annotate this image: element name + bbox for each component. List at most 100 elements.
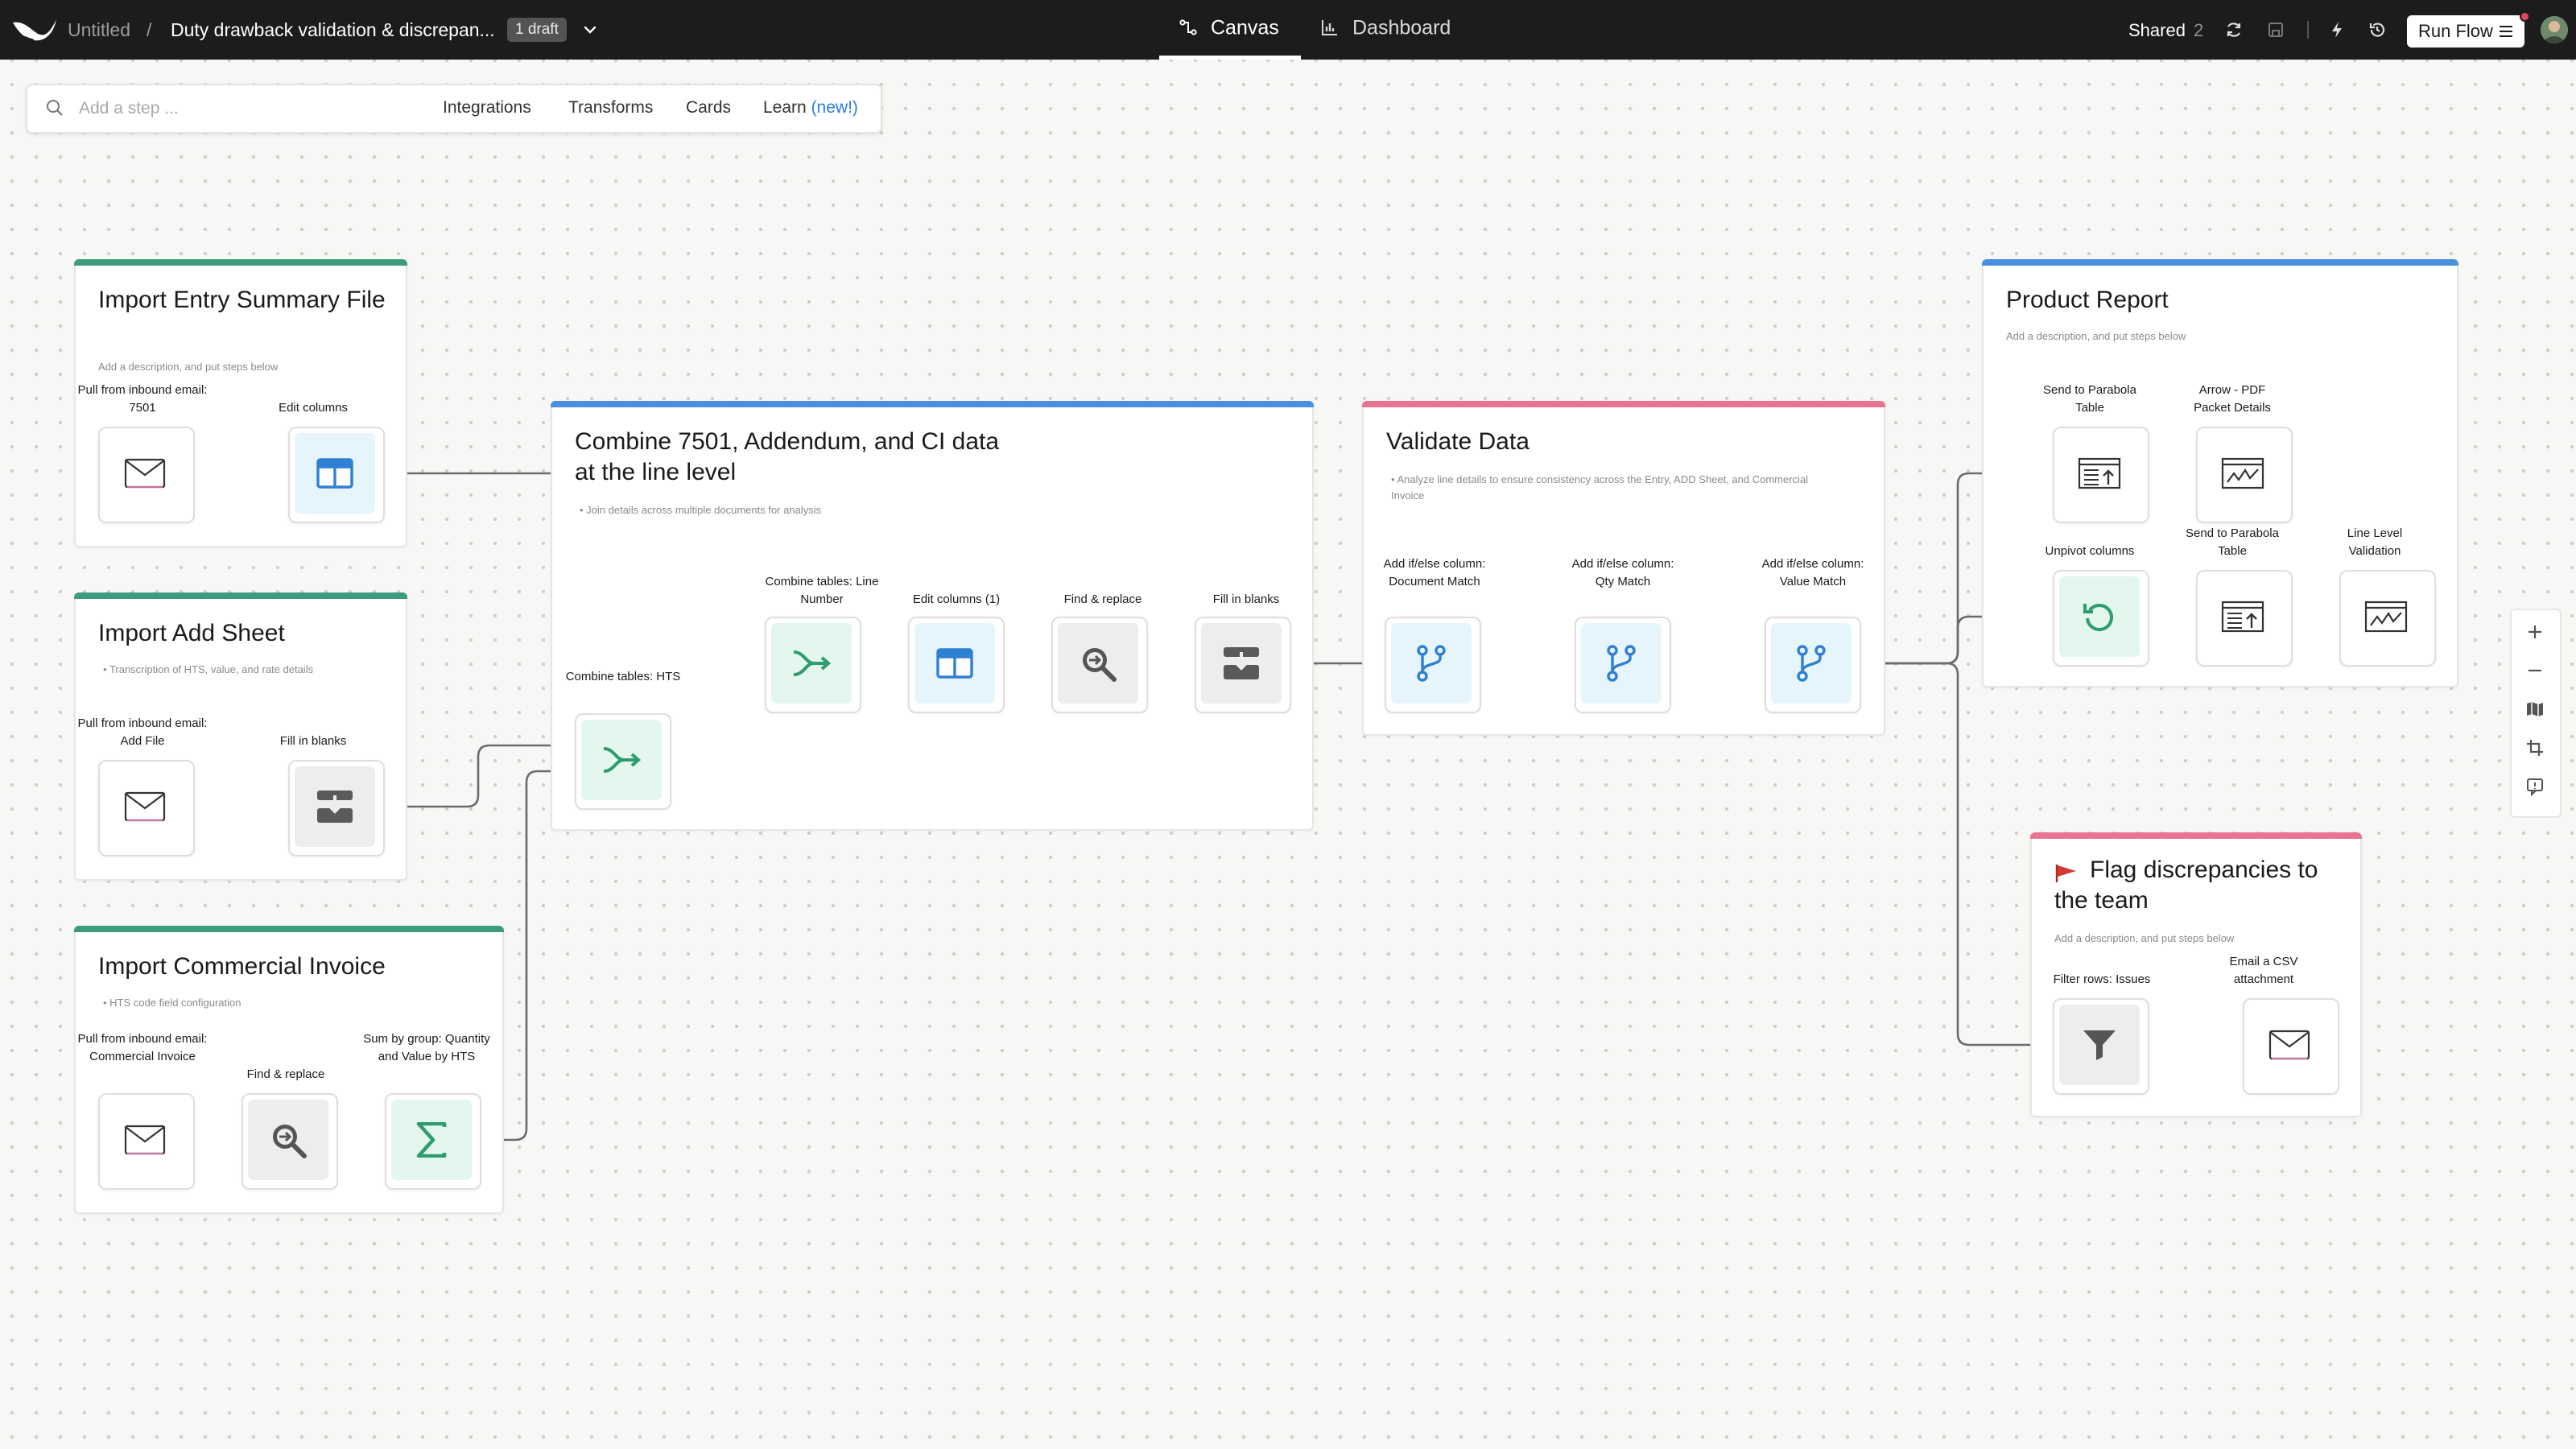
group-color-bar: [74, 926, 504, 932]
step-edit-columns[interactable]: [288, 427, 385, 523]
step-unpivot-columns[interactable]: [2053, 570, 2149, 667]
combine-icon: [793, 650, 832, 676]
shared-label: Shared: [2128, 20, 2186, 40]
group-description[interactable]: Add a description, and put steps below: [2054, 932, 2235, 944]
columns-icon: [316, 458, 353, 489]
add-step-input[interactable]: [77, 93, 402, 124]
step-email-csv-attachment[interactable]: [2243, 998, 2339, 1095]
avatar[interactable]: [2541, 16, 2568, 43]
top-bar: Untitled / Duty drawback validation & di…: [0, 0, 2576, 60]
node-label: Email a CSV attachment: [2229, 955, 2298, 986]
branch-icon: [1607, 645, 1636, 682]
node-label: Combine tables: Line Number: [765, 575, 879, 606]
group-title[interactable]: Product Report: [2006, 287, 2169, 313]
step-filter-rows-issues[interactable]: [2053, 998, 2149, 1095]
group-description[interactable]: • HTS code field configuration: [103, 997, 242, 1009]
edge: [1860, 662, 2053, 1051]
zoom-in-icon[interactable]: [2524, 621, 2545, 642]
edge: [382, 739, 575, 808]
breadcrumb-separator: /: [147, 19, 152, 40]
tab-dashboard[interactable]: Dashboard: [1320, 0, 1481, 60]
integrations-link[interactable]: Integrations: [443, 98, 531, 117]
step-combine-tables-hts[interactable]: [575, 713, 671, 810]
table-export-icon: [2078, 457, 2121, 489]
step-find-replace[interactable]: [242, 1093, 338, 1190]
history-icon[interactable]: [2367, 19, 2388, 40]
node-label: Send to Parabola Table: [2043, 383, 2136, 415]
save-icon[interactable]: [2265, 19, 2286, 40]
step-edit-columns-1[interactable]: [908, 617, 1005, 713]
tab-canvas[interactable]: Canvas: [1159, 0, 1301, 60]
group-title[interactable]: Import Commercial Invoice: [98, 953, 386, 980]
map-icon[interactable]: [2524, 699, 2545, 720]
group-title[interactable]: Validate Data: [1386, 428, 1530, 455]
parabola-logo-icon[interactable]: [11, 16, 58, 43]
step-if-else-document-match[interactable]: [1385, 617, 1481, 713]
notification-dot: [2520, 11, 2530, 22]
step-fill-in-blanks-2[interactable]: [1195, 617, 1291, 713]
step-pull-email-7501[interactable]: [98, 427, 195, 523]
node-label: Pull from inbound email: Commercial Invo…: [77, 1032, 208, 1063]
branch-icon: [1417, 645, 1446, 682]
node-label: Pull from inbound email: Add File: [77, 716, 208, 748]
step-arrow-pdf-packet-details[interactable]: [2196, 427, 2293, 523]
step-send-to-parabola-table[interactable]: [2053, 427, 2149, 523]
step-if-else-qty-match[interactable]: [1575, 617, 1671, 713]
step-line-level-validation[interactable]: [2339, 570, 2436, 667]
flow-title[interactable]: Duty drawback validation & discrepan...: [171, 19, 495, 40]
mail-icon: [124, 791, 166, 822]
step-pull-email-add-file[interactable]: [98, 760, 195, 857]
filter-icon: [2083, 1030, 2116, 1060]
chevron-down-icon[interactable]: [580, 19, 601, 40]
run-flow-button[interactable]: Run Flow: [2407, 15, 2524, 47]
group-description[interactable]: Add a description, and put steps below: [98, 361, 279, 373]
node-label: Find & replace: [246, 1067, 325, 1081]
group-description[interactable]: • Transcription of HTS, value, and rate …: [103, 663, 314, 675]
tab-canvas-label: Canvas: [1211, 16, 1279, 39]
chart-card-icon: [2364, 601, 2408, 633]
transforms-link[interactable]: Transforms: [568, 98, 654, 117]
step-find-replace-2[interactable]: [1051, 617, 1148, 713]
step-send-to-parabola-table-2[interactable]: [2196, 570, 2293, 667]
step-sum-by-group[interactable]: [385, 1093, 481, 1190]
group-title[interactable]: Import Add Sheet: [98, 620, 285, 646]
learn-link[interactable]: Learn (new!): [763, 98, 858, 118]
node-label: Add if/else column: Document Match: [1383, 557, 1486, 588]
find-replace-icon: [273, 1125, 307, 1158]
group-description[interactable]: • Join details across multiple documents…: [580, 504, 822, 516]
comment-icon[interactable]: [2524, 776, 2545, 797]
node-label: Fill in blanks: [1212, 592, 1280, 606]
sigma-icon: [416, 1122, 447, 1158]
node-label: Add if/else column: Qty Match: [1571, 557, 1674, 588]
toolbar-divider: [2307, 21, 2309, 39]
fill-blanks-icon: [1224, 647, 1259, 679]
group-description[interactable]: • Analyze line details to ensure consist…: [1391, 473, 1809, 502]
columns-icon: [936, 648, 973, 679]
bolt-icon[interactable]: [2326, 19, 2347, 40]
fill-blanks-icon: [317, 791, 353, 823]
breadcrumb-root[interactable]: Untitled: [68, 19, 130, 40]
step-pull-email-commercial-invoice[interactable]: [98, 1093, 195, 1190]
step-if-else-value-match[interactable]: [1765, 617, 1861, 713]
cards-link[interactable]: Cards: [686, 98, 732, 117]
find-replace-icon: [1083, 648, 1117, 682]
step-combine-tables-line-number[interactable]: [765, 617, 861, 713]
node-label: Unpivot columns: [2045, 544, 2135, 558]
unpivot-icon: [2083, 604, 2113, 632]
group-title[interactable]: Import Entry Summary File: [98, 287, 386, 313]
draft-badge[interactable]: 1 draft: [507, 18, 567, 42]
learn-label: Learn: [763, 98, 807, 117]
group-description[interactable]: Add a description, and put steps below: [2006, 330, 2186, 342]
step-fill-in-blanks[interactable]: [288, 760, 385, 857]
chart-card-icon: [2221, 457, 2264, 489]
group-title[interactable]: Combine 7501, Addendum, and CI data at t…: [575, 428, 1000, 485]
run-flow-label: Run Flow: [2418, 21, 2493, 41]
zoom-out-icon[interactable]: [2524, 660, 2545, 681]
fit-icon[interactable]: [2524, 737, 2545, 758]
group-combine-data[interactable]: Combine 7501, Addendum, and CI data at t…: [551, 401, 1314, 831]
node-label: Line Level Validation: [2347, 526, 2403, 558]
refresh-icon[interactable]: [2223, 19, 2244, 40]
combine-icon: [603, 747, 642, 773]
group-title[interactable]: Flag discrepancies to the team: [2054, 857, 2318, 914]
